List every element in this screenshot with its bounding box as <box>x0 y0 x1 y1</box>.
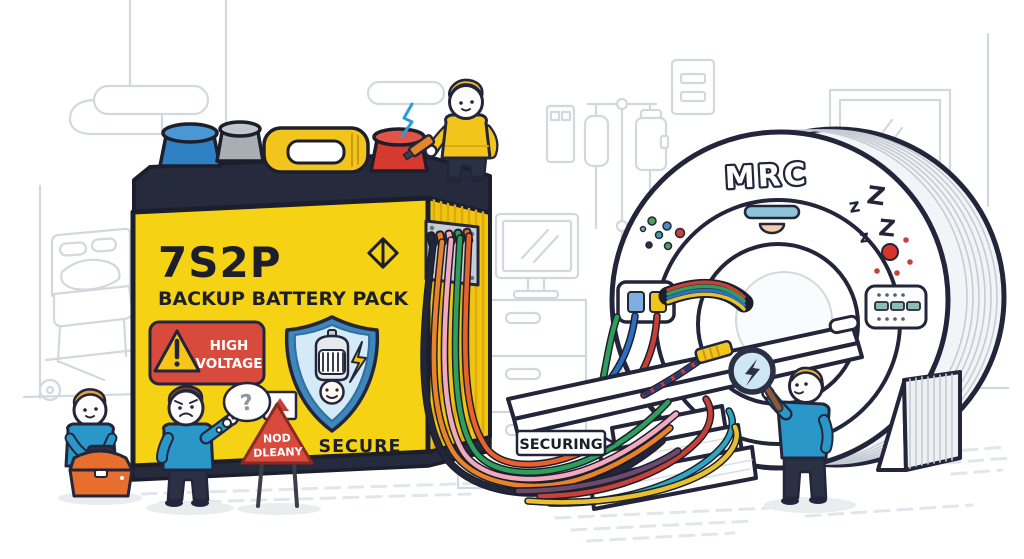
drill-tool <box>402 134 436 161</box>
high-voltage-line2: VOLTAGE <box>196 356 263 372</box>
battery-terminal-blue <box>158 122 222 168</box>
sleep-z-icons: z Z z Z <box>847 180 897 248</box>
mri-control-panel <box>864 284 928 330</box>
worker-pointing: ? <box>146 381 272 515</box>
lightning-bolt-icon <box>349 341 367 383</box>
sleep-z-text: Z <box>877 215 896 243</box>
battery-name-text: BACKUP BATTERY PACK <box>158 288 409 310</box>
warning-triangle-icon <box>153 329 201 373</box>
mri-sensor <box>758 222 786 235</box>
magnifier-icon <box>728 347 784 413</box>
sleep-z-text: z <box>858 227 871 248</box>
inspector-with-magnifier <box>728 347 856 513</box>
mri-stand-base <box>902 370 962 472</box>
ceiling-fixture <box>366 80 446 106</box>
sleep-z-text: Z <box>865 180 887 211</box>
mri-light-bar <box>743 204 801 220</box>
battery-model-text: 7S2P <box>158 238 281 287</box>
spark-icon <box>400 102 414 138</box>
secure-label: SECURE <box>318 437 401 457</box>
mri-indicator-dots <box>639 216 686 251</box>
sleep-z-text: z <box>847 194 862 218</box>
technician-hair <box>447 78 484 100</box>
worker-with-toolbox <box>58 388 142 505</box>
securing-text: SECURING <box>519 437 602 453</box>
background-wall-vent <box>545 58 716 164</box>
securing-label: SECURING <box>515 429 616 457</box>
question-icon: ? <box>239 390 255 417</box>
table-cable-connector <box>640 340 734 399</box>
security-shield-icon <box>284 315 380 433</box>
speech-bubble: ? <box>215 381 272 434</box>
toolbox <box>68 444 134 498</box>
table-pillow <box>828 314 860 335</box>
inspector-hair <box>789 366 824 388</box>
diamond-icon <box>367 237 399 269</box>
worker-hair <box>72 388 107 408</box>
lightning-bolt-icon <box>745 359 760 386</box>
high-voltage-sign: HIGH VOLTAGE <box>148 320 266 386</box>
battery-terminal-gray <box>215 120 265 163</box>
technician-on-battery <box>400 78 499 184</box>
battery-terminal-red <box>369 127 429 173</box>
battery-handle <box>262 126 370 174</box>
high-voltage-line1: HIGH <box>210 338 249 354</box>
mri-brand-text: MRC <box>724 157 810 196</box>
road-sign-line2: DLEANY <box>253 445 304 460</box>
pointing-worker-hair <box>167 385 204 406</box>
technician-torso <box>440 113 492 160</box>
ceiling-lamp <box>68 0 228 136</box>
background-hospital-bed <box>22 184 142 402</box>
road-sign-line1: NOD <box>263 432 291 446</box>
backup-battery-pack: 7S2P BACKUP BATTERY PACK HIGH VOLTAGE <box>130 120 492 482</box>
warning-road-sign: NOD DLEANY <box>237 390 321 515</box>
status-light <box>874 237 913 276</box>
battery-wires <box>420 232 741 507</box>
